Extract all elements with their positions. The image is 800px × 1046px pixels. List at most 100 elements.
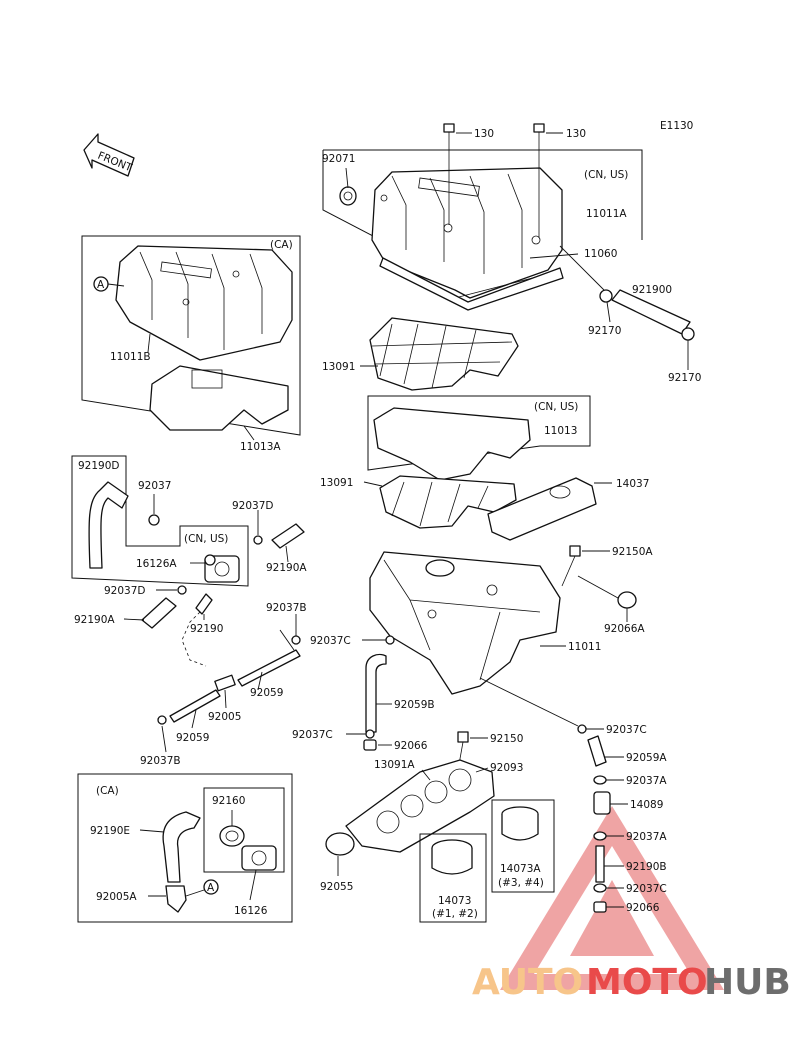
callout-16126: 16126 bbox=[234, 905, 268, 917]
callout-92005: 92005 bbox=[208, 711, 241, 723]
hose-92190 bbox=[181, 593, 213, 667]
callout-14073a-sub: (#3, #4) bbox=[498, 877, 544, 889]
callout-13091-a: 13091 bbox=[322, 361, 355, 373]
hose-92190a-b bbox=[141, 597, 177, 629]
callout-92037c-d: 92037C bbox=[626, 883, 667, 895]
callout-13091-b: 13091 bbox=[320, 477, 353, 489]
callout-92037b-a: 92037B bbox=[266, 602, 307, 614]
callout-92190: 92190 bbox=[190, 623, 223, 635]
cap-92066 bbox=[363, 739, 377, 751]
callout-92160: 92160 bbox=[212, 795, 245, 807]
hose-92190a-a bbox=[271, 523, 305, 549]
callout-92037d-a: 92037D bbox=[232, 500, 274, 512]
callout-92037c-a: 92037C bbox=[310, 635, 351, 647]
region-tag-ca-top: (CA) bbox=[270, 239, 293, 251]
holder-13091a bbox=[345, 759, 495, 853]
tube-92059-b bbox=[169, 689, 221, 723]
element-14037 bbox=[487, 477, 597, 541]
filter-14089 bbox=[593, 791, 611, 815]
clamp-92037c-c bbox=[577, 724, 587, 734]
callout-92170-a: 92170 bbox=[588, 325, 621, 337]
callout-92190e: 92190E bbox=[90, 825, 130, 837]
oring-92055 bbox=[325, 832, 355, 856]
seal-11060 bbox=[379, 257, 564, 311]
callout-92066-b: 92066 bbox=[626, 902, 660, 914]
callout-92190a-a: 92190A bbox=[266, 562, 307, 574]
cn-us-filter-group-frame bbox=[367, 395, 591, 471]
callout-14073-sub: (#1, #2) bbox=[432, 908, 478, 920]
funnel-14073a bbox=[501, 806, 539, 841]
ca-bottom-group-frame bbox=[77, 773, 293, 923]
clamp-92037a-b bbox=[593, 831, 607, 841]
region-tag-cn-us-left: (CN, US) bbox=[184, 533, 228, 545]
callout-92059a: 92059A bbox=[626, 752, 667, 764]
element-frame-13091-a bbox=[369, 317, 519, 391]
callout-11060: 11060 bbox=[584, 248, 617, 260]
callout-92037c-b: 92037C bbox=[292, 729, 333, 741]
hose-92059a bbox=[587, 735, 607, 767]
callout-92150a: 92150A bbox=[612, 546, 653, 558]
callout-92037a-a: 92037A bbox=[626, 775, 667, 787]
ref-marker-a-top-label: A bbox=[97, 279, 105, 291]
callout-130-b: 130 bbox=[566, 128, 586, 140]
callout-92037: 92037 bbox=[138, 480, 171, 492]
callout-14037: 14037 bbox=[616, 478, 649, 490]
clamp-92037d-a bbox=[253, 535, 263, 545]
bolt-130-a bbox=[443, 123, 455, 225]
grommet-92071 bbox=[339, 186, 357, 206]
clamp-92037 bbox=[148, 514, 160, 526]
tube-92059-a bbox=[237, 649, 301, 687]
callout-11013: 11013 bbox=[544, 425, 577, 437]
watermark-text: AUTO MOTO HUB bbox=[472, 962, 791, 1003]
bolt-130-b bbox=[533, 123, 545, 238]
funnel-14073-frame bbox=[419, 833, 487, 923]
callout-16126a: 16126A bbox=[136, 558, 177, 570]
watermark-part1: AUTO bbox=[472, 962, 583, 1003]
clamp-92037c-d bbox=[593, 883, 607, 893]
clamp-92037c-b bbox=[365, 729, 375, 739]
element-frame-13091-b bbox=[379, 475, 517, 529]
clamp-92037b-b bbox=[157, 715, 167, 725]
callout-92005a: 92005A bbox=[96, 891, 137, 903]
joint-92005 bbox=[214, 674, 236, 692]
watermark-logo bbox=[500, 806, 724, 990]
callout-92190-top: 921900 bbox=[632, 284, 672, 296]
callout-92037c-c: 92037C bbox=[606, 724, 647, 736]
hose-92190b bbox=[595, 845, 605, 883]
element-11013a bbox=[149, 365, 289, 431]
callout-14073a: 14073A bbox=[500, 863, 541, 875]
region-tag-cn-us-top: (CN, US) bbox=[584, 169, 628, 181]
air-cleaner-housing-11011 bbox=[369, 551, 561, 695]
callout-92037d-b: 92037D bbox=[104, 585, 146, 597]
clamp-92037d-b bbox=[177, 585, 187, 595]
callout-92059b: 92059B bbox=[394, 699, 435, 711]
callout-92037b-b: 92037B bbox=[140, 755, 181, 767]
element-11013 bbox=[373, 407, 531, 481]
washer-92160 bbox=[219, 825, 245, 847]
valve-16126 bbox=[241, 845, 277, 871]
air-cleaner-cover-11011a bbox=[322, 149, 643, 299]
air-cleaner-cover-11011b bbox=[115, 245, 293, 361]
clamp-92037a-a bbox=[593, 775, 607, 785]
callout-92037a-b: 92037A bbox=[626, 831, 667, 843]
callout-130-a: 130 bbox=[474, 128, 494, 140]
callout-92190a-b: 92190A bbox=[74, 614, 115, 626]
diagram-code: E1130 bbox=[660, 120, 693, 132]
callout-92059-b: 92059 bbox=[176, 732, 209, 744]
callout-92093: 92093 bbox=[490, 762, 523, 774]
region-tag-cn-us-filter: (CN, US) bbox=[534, 401, 578, 413]
callout-92150: 92150 bbox=[490, 733, 523, 745]
callout-92055: 92055 bbox=[320, 881, 353, 893]
callout-11011: 11011 bbox=[568, 641, 601, 653]
hose-92190d bbox=[88, 481, 129, 569]
ref-marker-a-bottom bbox=[203, 879, 219, 895]
hose-92059b bbox=[365, 653, 387, 733]
callout-92190d: 92190D bbox=[78, 460, 120, 472]
funnel-14073 bbox=[431, 839, 473, 875]
callout-92190b: 92190B bbox=[626, 861, 667, 873]
callout-13091a: 13091A bbox=[374, 759, 415, 771]
callout-14089: 14089 bbox=[630, 799, 663, 811]
ref-marker-a-bottom-label: A bbox=[207, 882, 215, 894]
watermark-part3: HUB bbox=[704, 962, 791, 1003]
callout-92170-b: 92170 bbox=[668, 372, 701, 384]
